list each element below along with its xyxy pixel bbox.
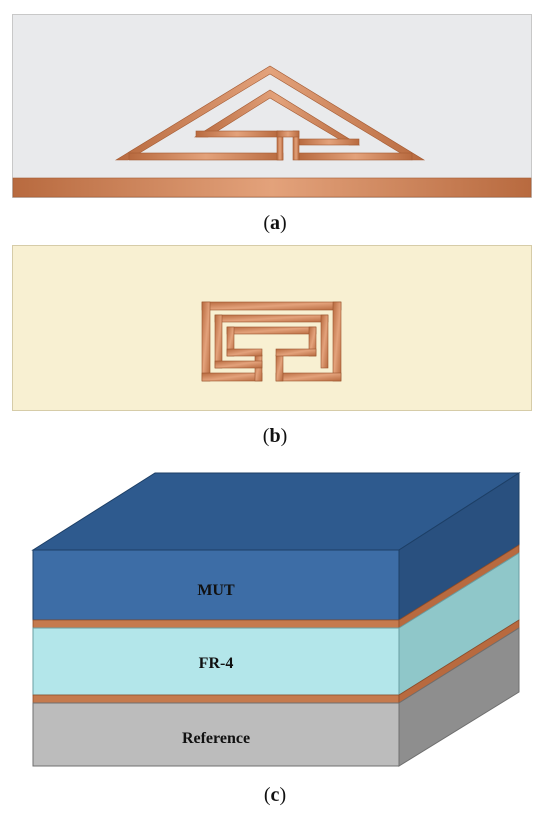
caption-b-open: ( <box>262 425 270 447</box>
caption-b-close: ) <box>280 425 288 447</box>
inner-base-right <box>298 138 360 146</box>
inner-base-left <box>195 130 279 138</box>
copper-top-front <box>32 619 400 629</box>
microstrip-line-a <box>12 177 532 198</box>
outer-base-left <box>128 152 284 161</box>
caption-a-close: ) <box>280 212 287 234</box>
fr4-label: FR-4 <box>199 655 234 672</box>
caption-a: (a) <box>0 212 550 235</box>
caption-a-letter: a <box>270 212 280 234</box>
outer-base-right <box>298 152 413 161</box>
reference-side-face <box>398 627 520 767</box>
feed-top <box>276 130 300 138</box>
caption-c-open: ( <box>263 784 271 806</box>
caption-a-open: ( <box>263 212 270 234</box>
panel-a-figure <box>12 14 532 198</box>
panel-c-figure: MUT FR-4 Reference <box>31 472 521 767</box>
caption-c: (c) <box>0 784 550 807</box>
caption-c-letter: c <box>270 784 280 806</box>
copper-bottom-front <box>32 694 400 704</box>
caption-b: (b) <box>0 425 550 448</box>
caption-b-letter: b <box>269 425 281 447</box>
panel-b-figure <box>12 245 532 411</box>
substrate-a <box>12 14 532 198</box>
caption-c-close: ) <box>279 784 287 806</box>
reference-label: Reference <box>182 730 250 747</box>
split-ring-resonator <box>201 301 342 382</box>
mut-label: MUT <box>197 582 235 599</box>
